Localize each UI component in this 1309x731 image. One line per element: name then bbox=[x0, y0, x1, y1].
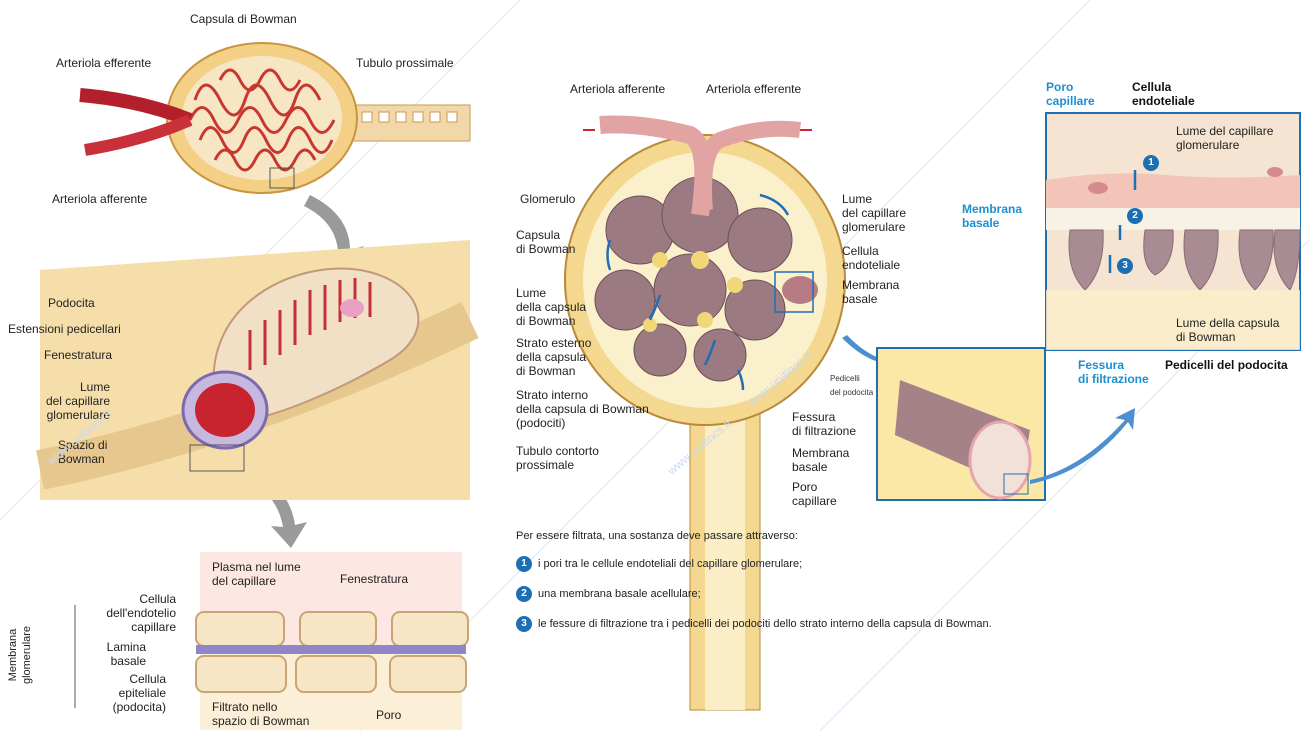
label-pedicelli-d: Pedicelli del podocita bbox=[1165, 358, 1288, 372]
caption-item-2: 2 una membrana basale acellulare; bbox=[516, 586, 701, 602]
label-podocita: Podocita bbox=[48, 296, 95, 310]
caption-num-2: 2 bbox=[516, 586, 532, 602]
label-arteriola-afferente: Arteriola afferente bbox=[52, 192, 147, 206]
label-estensioni-pedicellari: Estensioni pedicellari bbox=[8, 322, 121, 336]
caption-text-1: i pori tra le cellule endoteliali del ca… bbox=[538, 558, 802, 570]
label-fenestratura-2: Fenestratura bbox=[340, 572, 408, 586]
label-fenestratura: Fenestratura bbox=[44, 348, 112, 362]
label-poro: Poro bbox=[376, 708, 401, 722]
caption-item-3: 3 le fessure di filtrazione tra i pedicel… bbox=[516, 616, 992, 632]
label-arteriola-efferente: Arteriola efferente bbox=[56, 56, 151, 70]
label-glomerulo: Glomerulo bbox=[520, 192, 575, 206]
label-tubulo-prossimale: Tubulo prossimale bbox=[356, 56, 454, 70]
step-3-badge: 3 bbox=[1117, 258, 1133, 274]
caption-intro: Per essere filtrata, una sostanza deve p… bbox=[516, 530, 798, 542]
caption-text-2: una membrana basale acellulare; bbox=[538, 588, 701, 600]
caption-num-1: 1 bbox=[516, 556, 532, 572]
step-2-badge: 2 bbox=[1127, 208, 1143, 224]
label-arteriola-efferente-b: Arteriola efferente bbox=[706, 82, 801, 96]
label-capsula-di-bowman: Capsula di Bowman bbox=[190, 12, 297, 26]
caption-text-3: le fessure di filtrazione tra i pedicell… bbox=[538, 618, 992, 630]
step-1-badge: 1 bbox=[1143, 155, 1159, 171]
caption-item-1: 1 i pori tra le cellule endoteliali del c… bbox=[516, 556, 802, 572]
caption-num-3: 3 bbox=[516, 616, 532, 632]
label-arteriola-afferente-b: Arteriola afferente bbox=[570, 82, 665, 96]
